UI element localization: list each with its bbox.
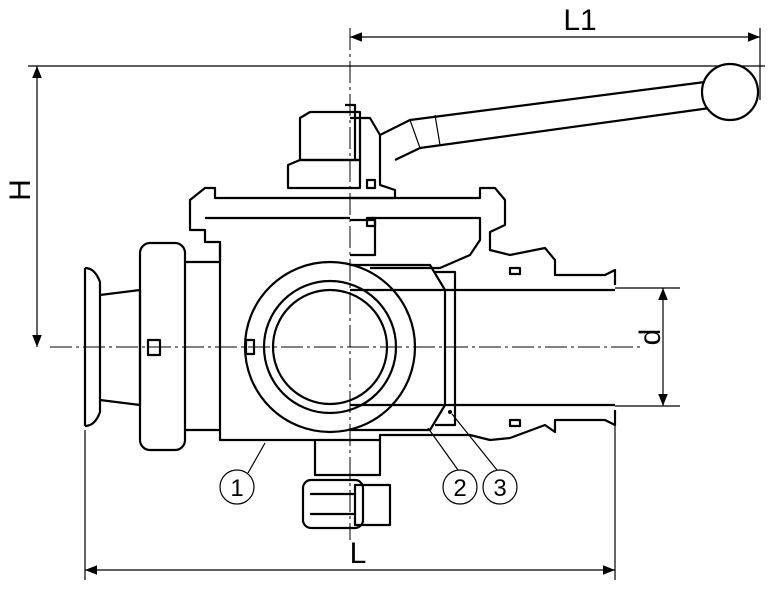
lever-handle	[379, 62, 760, 161]
leader-2	[427, 427, 459, 471]
callout-2: 2	[442, 469, 478, 505]
l-label: L	[350, 537, 367, 570]
stem-assembly	[286, 103, 397, 257]
callout-1-label: 1	[230, 475, 243, 502]
valve-body	[185, 186, 617, 442]
left-clamp-ferrule	[83, 241, 187, 452]
callout-3: 3	[482, 469, 518, 505]
d-label: d	[634, 329, 667, 346]
h-label: H	[4, 179, 37, 201]
callout-2-label: 2	[453, 475, 466, 502]
bottom-drain	[301, 440, 392, 530]
leader-1	[247, 442, 266, 474]
leader-3	[451, 413, 498, 471]
callout-1: 1	[219, 469, 255, 505]
l1-label: L1	[563, 4, 596, 37]
callout-3-label: 3	[493, 475, 506, 502]
